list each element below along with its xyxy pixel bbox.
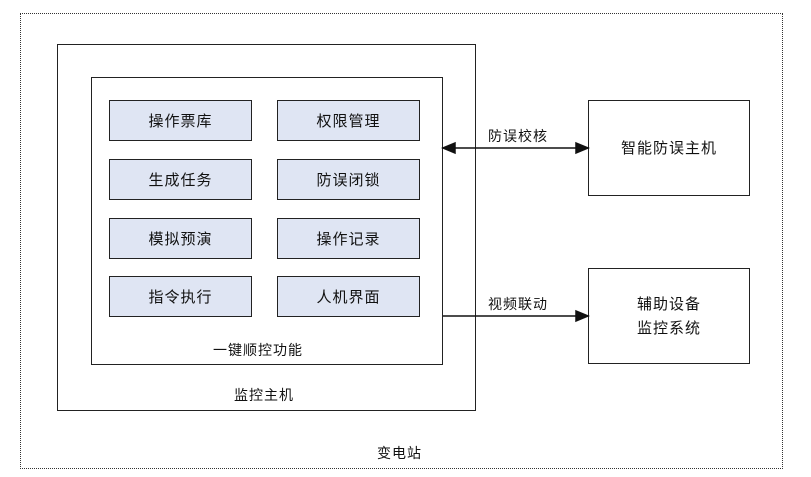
module-command-execution: 指令执行 <box>109 276 252 317</box>
auxiliary-monitoring-system-box: 辅助设备 监控系统 <box>588 268 750 364</box>
module-generate-task: 生成任务 <box>109 159 252 200</box>
anti-misoperation-host-label: 智能防误主机 <box>620 139 717 157</box>
anti-misoperation-check-label: 防误校核 <box>488 129 548 145</box>
module-simulation-rehearsal: 模拟预演 <box>109 218 252 259</box>
arrow-right-icon <box>575 309 590 323</box>
module-permission-management: 权限管理 <box>277 100 420 141</box>
video-linkage-label: 视频联动 <box>488 297 548 313</box>
substation-boundary <box>20 13 783 469</box>
auxiliary-system-label-line1: 辅助设备 <box>636 295 701 313</box>
auxiliary-system-label-line2: 监控系统 <box>636 319 701 337</box>
module-anti-misoperation-lock: 防误闭锁 <box>277 159 420 200</box>
monitor-host-label: 监控主机 <box>234 388 294 404</box>
anti-misoperation-host-box: 智能防误主机 <box>588 100 750 196</box>
one-key-function-label: 一键顺控功能 <box>213 343 303 359</box>
module-operation-ticket-library: 操作票库 <box>109 100 252 141</box>
arrow-right-icon <box>575 141 590 155</box>
arrow-left-icon <box>441 141 456 155</box>
substation-label: 变电站 <box>377 446 422 462</box>
module-operation-record: 操作记录 <box>277 218 420 259</box>
module-human-machine-interface: 人机界面 <box>277 276 420 317</box>
